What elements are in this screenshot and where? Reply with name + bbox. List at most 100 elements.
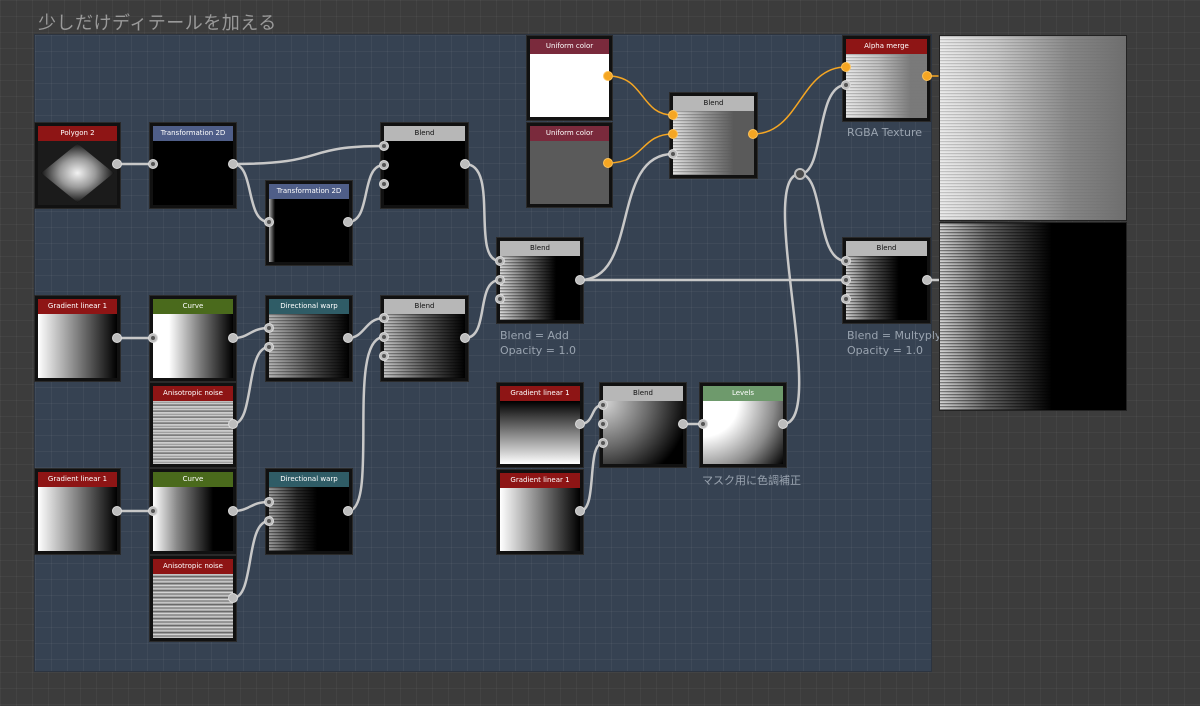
- foreground-port[interactable]: [379, 141, 389, 151]
- node-thumbnail: [38, 487, 117, 551]
- node-thumbnail: [38, 314, 117, 378]
- output-port[interactable]: [228, 593, 238, 603]
- node-thumbnail: [530, 54, 609, 117]
- input-port[interactable]: [264, 497, 274, 507]
- output-port[interactable]: [112, 506, 122, 516]
- gradient-linear-node[interactable]: Gradient linear 1: [35, 296, 120, 381]
- intensity-port[interactable]: [264, 516, 274, 526]
- node-thumbnail: [153, 574, 233, 638]
- node-title: Curve: [153, 472, 233, 487]
- output-port[interactable]: [575, 419, 585, 429]
- blend-add-node[interactable]: Blend: [497, 238, 583, 323]
- output-port[interactable]: [922, 71, 932, 81]
- background-port[interactable]: [379, 332, 389, 342]
- blend-mode-text: Blend = Multyply: [847, 329, 942, 342]
- opacity-port[interactable]: [379, 351, 389, 361]
- output-port[interactable]: [460, 333, 470, 343]
- directional-warp-node-2[interactable]: Directional warp: [266, 469, 352, 554]
- background-port[interactable]: [495, 275, 505, 285]
- node-title: Uniform color: [530, 126, 609, 141]
- output-port[interactable]: [343, 333, 353, 343]
- curve-node[interactable]: Curve: [150, 296, 236, 381]
- opacity-port[interactable]: [668, 149, 678, 159]
- input-port[interactable]: [264, 217, 274, 227]
- anisotropic-noise-node[interactable]: Anisotropic noise: [150, 383, 236, 467]
- opacity-port[interactable]: [841, 294, 851, 304]
- node-title: Anisotropic noise: [153, 559, 233, 574]
- output-port[interactable]: [112, 159, 122, 169]
- output-port[interactable]: [575, 506, 585, 516]
- alpha-input-port[interactable]: [841, 80, 851, 90]
- transformation2d-node-2[interactable]: Transformation 2D: [266, 181, 352, 265]
- background-port[interactable]: [841, 275, 851, 285]
- opacity-port[interactable]: [379, 179, 389, 189]
- output-port[interactable]: [575, 275, 585, 285]
- gradient-linear-node-4[interactable]: Gradient linear 1: [497, 470, 583, 554]
- opacity-port[interactable]: [598, 438, 608, 448]
- output-port[interactable]: [228, 333, 238, 343]
- node-thumbnail: [500, 401, 580, 464]
- levels-node[interactable]: Levels: [700, 383, 786, 467]
- output-port[interactable]: [228, 419, 238, 429]
- background-port[interactable]: [668, 129, 678, 139]
- foreground-port[interactable]: [379, 313, 389, 323]
- alpha-merge-node[interactable]: Alpha merge: [843, 36, 930, 121]
- node-thumbnail: [153, 314, 233, 378]
- output-port[interactable]: [778, 419, 788, 429]
- input-port[interactable]: [264, 323, 274, 333]
- input-port[interactable]: [148, 159, 158, 169]
- blend-color-node[interactable]: Blend: [670, 93, 757, 178]
- reroute-dot[interactable]: [794, 168, 806, 180]
- blend-node-top[interactable]: Blend: [381, 123, 468, 208]
- opacity-text: Opacity = 1.0: [847, 344, 924, 357]
- foreground-port[interactable]: [598, 400, 608, 410]
- node-title: Blend: [384, 299, 465, 314]
- intensity-port[interactable]: [264, 342, 274, 352]
- foreground-port[interactable]: [668, 110, 678, 120]
- node-thumbnail: [846, 54, 927, 118]
- node-title: Blend: [500, 241, 580, 256]
- anisotropic-noise-node-2[interactable]: Anisotropic noise: [150, 556, 236, 641]
- polygon2-node[interactable]: Polygon 2: [35, 123, 120, 208]
- transformation2d-node[interactable]: Transformation 2D: [150, 123, 236, 208]
- curve-node-2[interactable]: Curve: [150, 469, 236, 554]
- uniform-color-node[interactable]: Uniform color: [527, 36, 612, 120]
- blend-multiply-node[interactable]: Blend: [843, 238, 930, 323]
- input-port[interactable]: [148, 506, 158, 516]
- output-port[interactable]: [922, 275, 932, 285]
- output-port[interactable]: [748, 129, 758, 139]
- background-port[interactable]: [598, 419, 608, 429]
- opacity-port[interactable]: [495, 294, 505, 304]
- node-title: Uniform color: [530, 39, 609, 54]
- gradient-linear-node-2[interactable]: Gradient linear 1: [35, 469, 120, 554]
- rgb-input-port[interactable]: [841, 62, 851, 72]
- output-port[interactable]: [603, 158, 613, 168]
- output-port[interactable]: [460, 159, 470, 169]
- output-port[interactable]: [678, 419, 688, 429]
- node-title: Gradient linear 1: [38, 299, 117, 314]
- output-port[interactable]: [228, 159, 238, 169]
- node-title: Polygon 2: [38, 126, 117, 141]
- input-port[interactable]: [698, 419, 708, 429]
- node-thumbnail: [500, 256, 580, 320]
- output-port[interactable]: [603, 71, 613, 81]
- mask-note: マスク用に色調補正: [702, 474, 801, 487]
- uniform-color-node-2[interactable]: Uniform color: [527, 123, 612, 207]
- directional-warp-node[interactable]: Directional warp: [266, 296, 352, 381]
- node-thumbnail: [269, 199, 349, 262]
- background-port[interactable]: [379, 160, 389, 170]
- blend-node-mid[interactable]: Blend: [381, 296, 468, 381]
- output-port[interactable]: [112, 333, 122, 343]
- node-thumbnail: [384, 141, 465, 205]
- output-port[interactable]: [343, 217, 353, 227]
- output-port[interactable]: [228, 506, 238, 516]
- gradient-linear-node-3[interactable]: Gradient linear 1: [497, 383, 583, 467]
- node-title: Blend: [384, 126, 465, 141]
- input-port[interactable]: [148, 333, 158, 343]
- output-port[interactable]: [343, 506, 353, 516]
- node-thumbnail: [603, 401, 683, 464]
- foreground-port[interactable]: [841, 256, 851, 266]
- foreground-port[interactable]: [495, 256, 505, 266]
- node-thumbnail: [530, 141, 609, 204]
- blend-mask-node[interactable]: Blend: [600, 383, 686, 467]
